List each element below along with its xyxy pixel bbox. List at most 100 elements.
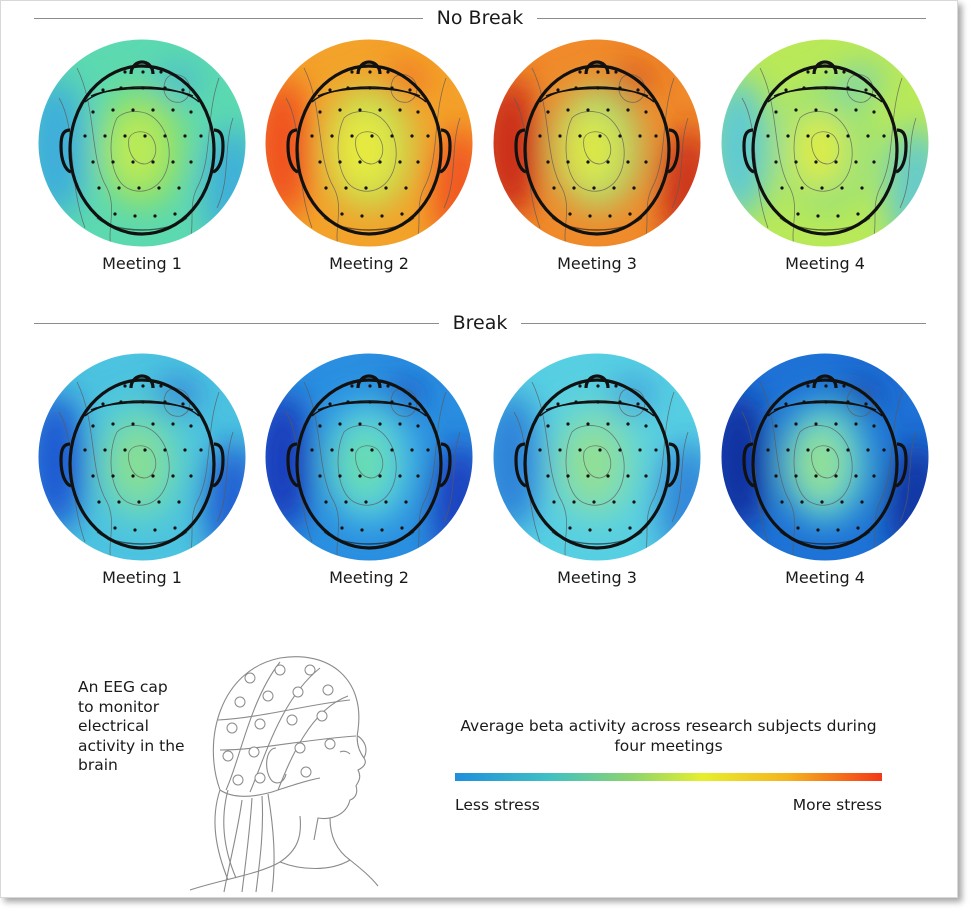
electrode-dot [344,186,348,190]
electrode-dot [546,474,550,478]
electrode-dot [780,500,784,504]
electrode-dot [864,402,868,406]
electrode-dot [141,384,145,388]
electrode-dot [626,422,630,426]
electrode-dot [416,424,420,428]
electrode-dot [384,186,388,190]
electrode-dot [408,402,412,406]
electrode-dot [378,108,382,112]
electrode-dot [578,70,582,74]
head-outline [742,374,908,550]
electrode-dot [644,474,648,478]
electrode-dot [568,212,572,216]
topomap: Meeting 2 [264,38,474,288]
head-outline [59,374,225,550]
electrode-dot [766,134,770,138]
electrode-dot [806,70,810,74]
nose [812,374,838,389]
electrode-dot [350,134,354,138]
electrode-dot [330,134,334,138]
map-rim [37,352,247,562]
electrode-dot [143,448,147,452]
electrode-dot [350,384,354,388]
electrode-dot [318,160,322,164]
electrode-dot [774,160,778,164]
electrode-dot [338,474,342,478]
topomap: Meeting 4 [720,352,930,602]
electrode-dot [558,134,562,138]
electrode-dot [416,160,420,164]
electrode-dot [344,500,348,504]
electrode-dot [143,134,147,138]
electrode-dot [538,448,542,452]
electrode-dot [592,500,596,504]
electrode-dot [111,474,115,478]
electrode-dot [836,528,840,532]
nose [356,374,382,389]
map-rim [37,38,247,248]
electrode-dot [632,186,636,190]
map-label: Meeting 3 [557,568,637,587]
electrode-dot [780,186,784,190]
nose [356,60,382,75]
electrode-dot [199,134,203,138]
electrode-dot [181,402,185,406]
electrode-dot [840,500,844,504]
electrode-dot [398,474,402,478]
electrode-dot [820,186,824,190]
map-rim [492,352,702,562]
electrode-dot [131,160,135,164]
electrode-dot [814,474,818,478]
electrode-dot [854,108,858,112]
electrode-dot [111,422,115,426]
electrode-dot [328,402,332,406]
legend-low-label: Less stress [455,796,540,814]
electrode-dot [123,70,127,74]
head-outline [742,60,908,236]
electrode-dot [310,448,314,452]
electrode-dot [159,384,163,388]
cap-lines [767,400,883,545]
cap-lines [539,86,655,231]
electrode-dot [854,474,858,478]
electrode-dot [177,186,181,190]
eeg-caption: An EEG cap to monitor electrical activit… [78,678,185,774]
electrode-dot [546,160,550,164]
electrode-dot [774,110,778,114]
electrode-dot [183,134,187,138]
electrode-dot [113,212,117,216]
electrode-dot [586,422,590,426]
electrode-dot [410,134,414,138]
electrode-dot [340,212,344,216]
electrode-dot [774,424,778,428]
electrode-dot [338,160,342,164]
electrode-dot [866,134,870,138]
electrode-dot [860,186,864,190]
electrode-dot [786,134,790,138]
electrode-dot [816,214,820,218]
electrode-dot [123,448,127,452]
electrode-dot [384,500,388,504]
electrode-dot [340,526,344,530]
eeg-cap-illustration [189,656,379,893]
electrode-dot [350,70,354,74]
nose [584,374,610,389]
electrode-dot [774,474,778,478]
topomap: Meeting 4 [720,38,930,288]
electrode-dot [538,134,542,138]
section-label: Break [452,312,508,334]
left-ear [742,128,755,174]
electrode-dot [572,500,576,504]
map-rim [492,38,702,248]
electrode-dot [592,186,596,190]
electrode-dot [834,108,838,112]
electrode-dot [618,134,622,138]
electrode-dot [800,186,804,190]
electrode-dot [826,134,830,138]
electrode-dot [163,134,167,138]
electrode-dot [404,186,408,190]
electrode-dot [137,500,141,504]
section-label: No Break [436,7,524,29]
left-ear [286,128,299,174]
electrode-dot [328,88,332,92]
